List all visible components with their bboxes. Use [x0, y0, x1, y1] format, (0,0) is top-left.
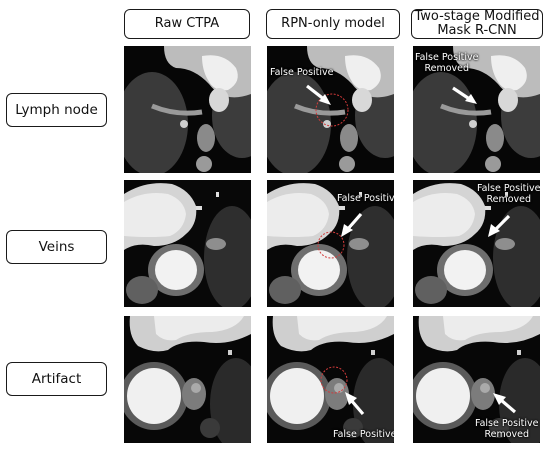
ct-scan-veins-two-stage — [413, 180, 540, 307]
ct-scan-artifact-rpn — [267, 316, 394, 443]
column-header-rpn-label: RPN-only model — [281, 16, 385, 31]
row-label-artifact: Artifact — [6, 362, 107, 396]
annotation-line1: False Positive — [475, 418, 539, 429]
row-label-veins-text: Veins — [38, 239, 75, 255]
annotation-line2: Removed — [484, 429, 530, 440]
annotation-lymph-rpn: False Positive — [270, 67, 334, 78]
ct-scan-lymph-rpn — [267, 46, 394, 173]
ct-scan-lymph-raw — [124, 46, 251, 173]
column-header-raw: Raw CTPA — [124, 9, 250, 39]
row-label-lymph-node: Lymph node — [6, 93, 107, 127]
ct-image-artifact-two-stage: False Positive Removed — [413, 316, 540, 443]
arrow-shaft — [493, 214, 511, 232]
annotation-line2: Removed — [424, 63, 470, 74]
column-header-two-stage: Two-stage Modified Mask R-CNN — [411, 9, 543, 39]
annotation-line2: Removed — [486, 194, 532, 205]
arrow-shaft — [499, 398, 517, 414]
row-label-veins: Veins — [6, 230, 107, 264]
ct-image-veins-rpn: False Positive — [267, 180, 394, 307]
annotation-lymph-two-stage: False Positive Removed — [415, 52, 479, 74]
arrow-head — [465, 94, 477, 104]
column-header-rpn: RPN-only model — [266, 9, 400, 39]
arrow-head — [319, 94, 331, 105]
ct-scan-veins-rpn — [267, 180, 394, 307]
ct-image-veins-raw — [124, 180, 251, 307]
annotation-line1: False Positive — [415, 52, 479, 63]
arrow-shaft — [349, 398, 365, 416]
ct-image-veins-two-stage: False Positive Removed — [413, 180, 540, 307]
arrow-shaft — [345, 212, 363, 232]
column-header-two-stage-line1: Two-stage Modified — [414, 9, 540, 24]
ct-image-artifact-rpn: False Positive — [267, 316, 394, 443]
arrow-head — [488, 224, 500, 237]
annotation-veins-rpn: False Positive — [337, 193, 394, 204]
arrow-head — [493, 393, 506, 405]
ct-scan-artifact-two-stage — [413, 316, 540, 443]
detection-circle — [317, 231, 345, 259]
ct-image-artifact-raw — [124, 316, 251, 443]
annotation-artifact-two-stage: False Positive Removed — [475, 418, 539, 440]
annotation-line1: False Positive — [477, 183, 540, 194]
row-label-lymph-node-text: Lymph node — [15, 102, 98, 118]
column-header-two-stage-line2: Mask R-CNN — [437, 23, 517, 38]
ct-scan-veins-raw — [124, 180, 251, 307]
annotation-artifact-rpn: False Positive — [333, 429, 394, 440]
detection-circle — [315, 93, 349, 127]
ct-scan-lymph-two-stage — [413, 46, 540, 173]
arrow-head — [341, 224, 353, 237]
arrow-head — [345, 392, 357, 405]
row-label-artifact-text: Artifact — [31, 371, 82, 387]
ct-scan-artifact-raw — [124, 316, 251, 443]
ct-image-lymph-rpn: False Positive — [267, 46, 394, 173]
detection-circle — [320, 366, 348, 394]
ct-image-lymph-raw — [124, 46, 251, 173]
annotation-veins-two-stage: False Positive Removed — [477, 183, 540, 205]
ct-image-lymph-two-stage: False Positive Removed — [413, 46, 540, 173]
column-header-raw-label: Raw CTPA — [154, 16, 220, 31]
